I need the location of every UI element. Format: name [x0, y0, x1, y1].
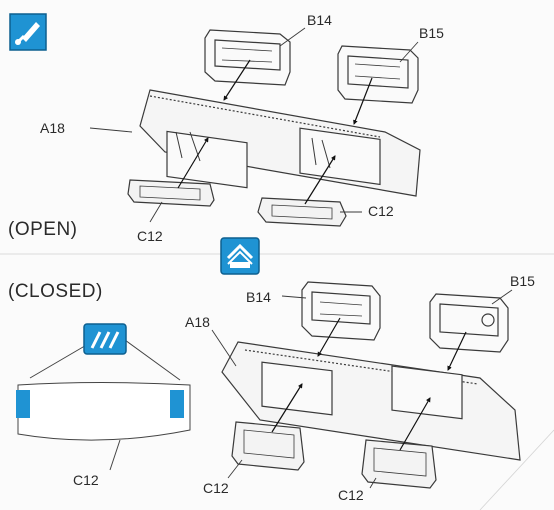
label-c12-right-open: C12 [368, 203, 394, 219]
step-closed-assembly [221, 281, 521, 489]
inset-marker-left [16, 390, 30, 418]
arrow-b15-to-a18 [353, 77, 373, 125]
label-c12-left-open: C12 [137, 228, 163, 244]
label-c12-left-closed: C12 [203, 480, 229, 496]
part-b15 [337, 45, 419, 104]
arrow-c12-left-to-a18-closed [271, 383, 303, 433]
part-c12-left [127, 179, 215, 207]
arrow-c12-right-to-a18 [304, 155, 336, 205]
step-open-assembly [127, 29, 421, 227]
arrow-b15-to-a18-closed [447, 331, 467, 371]
label-b15-closed: B15 [510, 273, 535, 289]
leader-lines-closed [211, 289, 513, 489]
label-b15-open: B15 [419, 25, 444, 41]
part-b15-closed [429, 293, 509, 353]
part-c12-right-closed [361, 439, 437, 489]
leader-lines-open [89, 27, 419, 223]
insertion-arrows-closed [271, 317, 467, 451]
arrow-c12-left-to-a18 [177, 137, 209, 189]
state-label-closed: (CLOSED) [8, 281, 103, 302]
paint-marks-icon [83, 323, 127, 355]
part-b14-closed [301, 281, 381, 341]
part-a18-opening-right-closed [391, 365, 463, 420]
part-a18-opening-left-closed [261, 361, 333, 416]
label-b14-open: B14 [307, 12, 332, 28]
label-a18-open: A18 [40, 120, 65, 136]
arrow-c12-right-to-a18-closed [399, 397, 431, 451]
part-c12-right [257, 197, 347, 227]
label-a18-closed: A18 [185, 314, 210, 330]
arrow-b14-to-a18 [223, 59, 251, 101]
glue-brush-icon [9, 13, 47, 51]
arrow-b14-to-a18-closed [317, 317, 341, 357]
inset-marker-right [170, 390, 184, 418]
fold-line [479, 429, 554, 510]
label-c12-inset: C12 [73, 472, 99, 488]
label-b14-closed: B14 [246, 289, 271, 305]
insertion-arrows-open [177, 59, 373, 205]
label-c12-right-closed: C12 [338, 487, 364, 503]
part-a18-opening-right [299, 127, 381, 186]
part-b14 [204, 29, 291, 86]
detail-inset [17, 339, 191, 471]
part-c12-left-closed [231, 421, 305, 471]
flip-over-icon [220, 237, 260, 275]
state-label-open: (OPEN) [8, 219, 78, 240]
